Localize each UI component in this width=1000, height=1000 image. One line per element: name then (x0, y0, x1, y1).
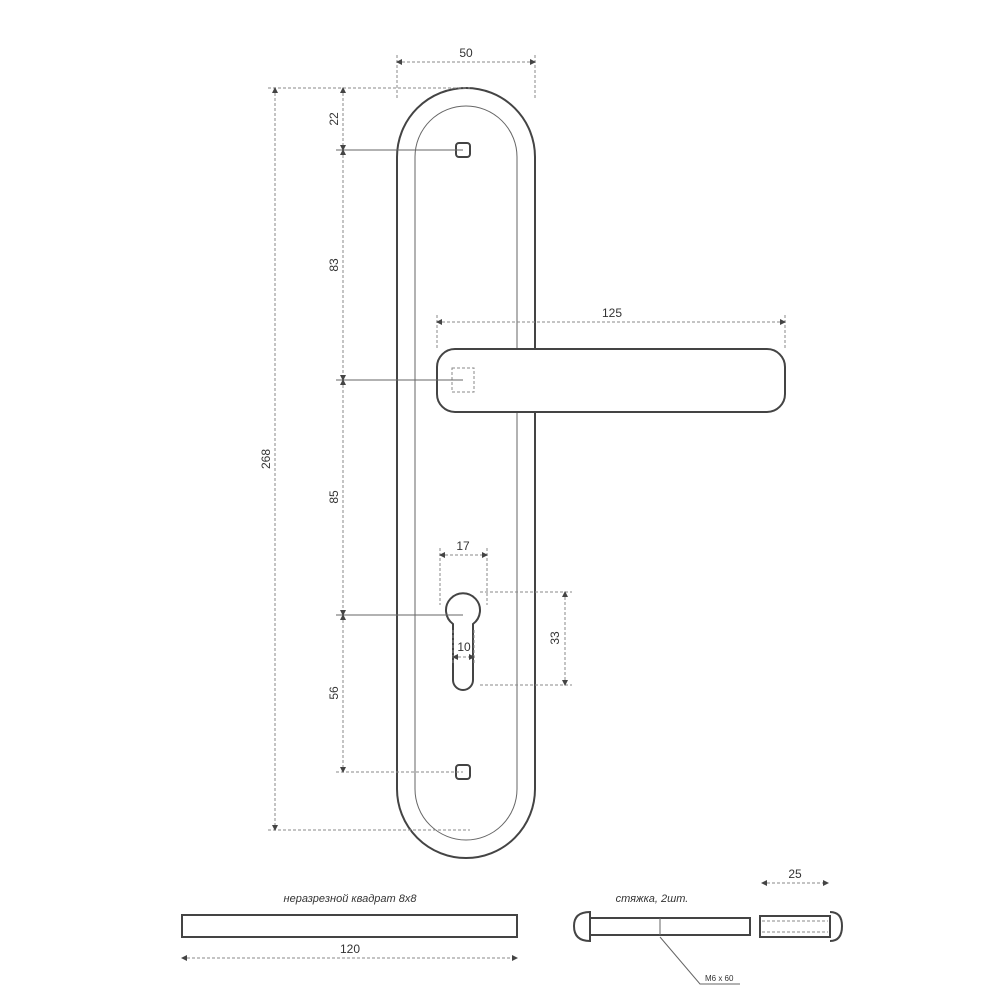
spindle-label: неразрезной квадрат 8х8 (284, 893, 418, 905)
extension-lines (268, 55, 786, 831)
dim-56: 56 (327, 686, 341, 700)
escutcheon-plate (396, 87, 536, 859)
screw-size-label: М6 х 60 (705, 974, 734, 983)
dim-50: 50 (459, 46, 473, 60)
dim-17: 17 (456, 539, 470, 553)
dim-120: 120 (340, 942, 360, 956)
dim-85: 85 (327, 490, 341, 504)
screw-shaft (589, 917, 751, 936)
cylinder-cutout (445, 592, 481, 691)
dim-33: 33 (548, 631, 562, 645)
sleeve-head (829, 911, 844, 942)
square-spindle (181, 914, 518, 938)
dim-10: 10 (457, 640, 471, 654)
screw-head (572, 910, 591, 943)
screws-label: стяжка, 2шт. (616, 893, 689, 905)
dim-22: 22 (327, 112, 341, 126)
leader-line (659, 936, 740, 985)
dim-268: 268 (259, 449, 273, 469)
screw-sleeve (759, 915, 831, 938)
lever-handle (436, 348, 786, 413)
dim-83: 83 (327, 258, 341, 272)
plate-inner-edge (414, 105, 518, 841)
dim-125: 125 (602, 306, 622, 320)
dim-25: 25 (788, 867, 802, 881)
center-lines (336, 149, 463, 616)
